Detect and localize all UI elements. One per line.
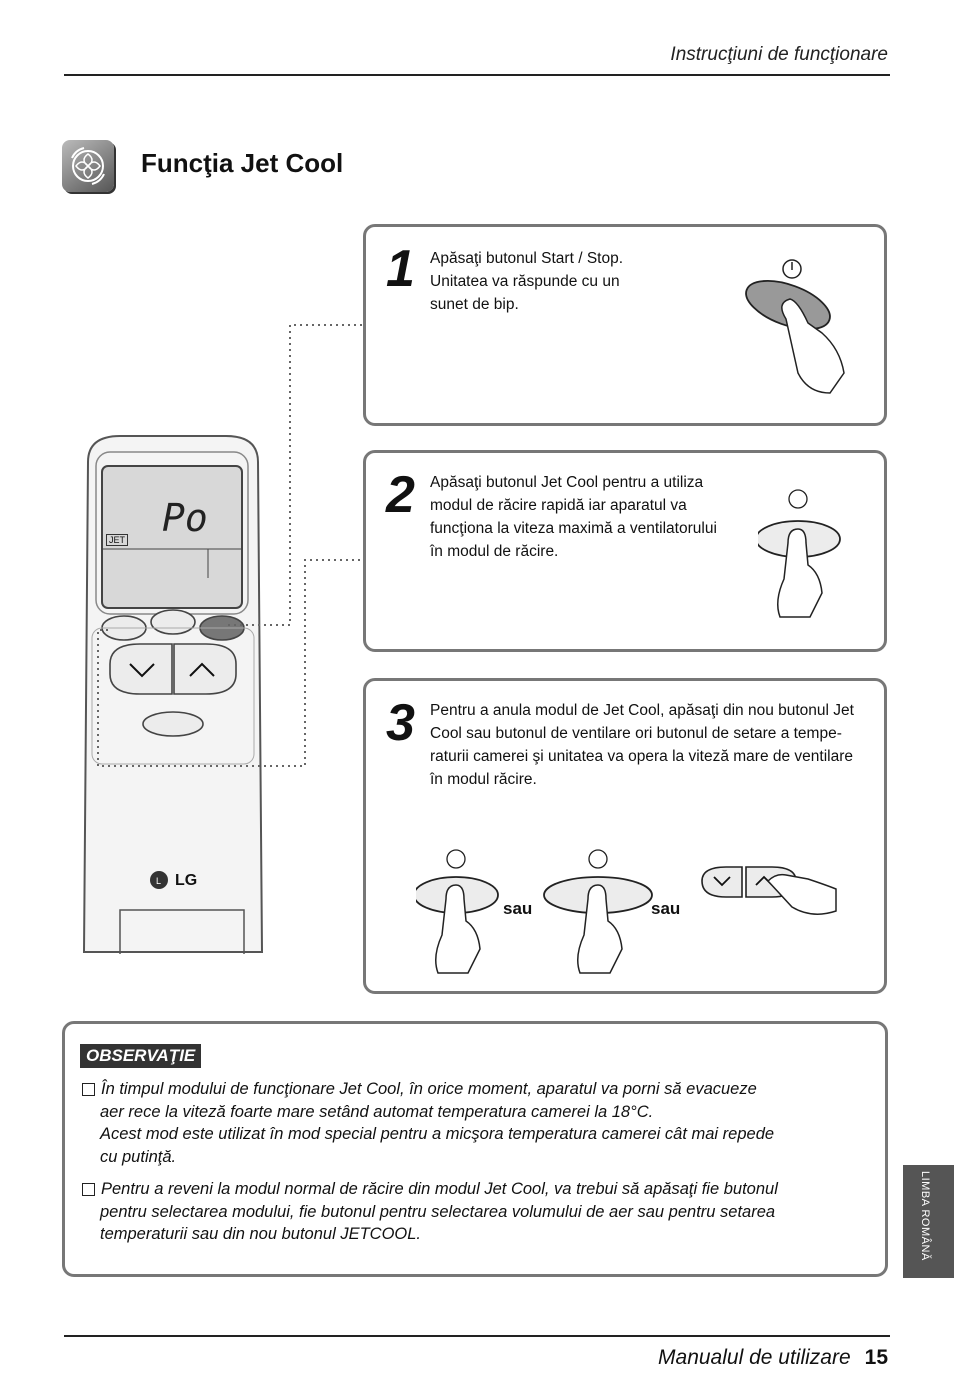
manual-name: Manualul de utilizare: [658, 1346, 851, 1369]
jet-cool-button-press-icon: [758, 483, 858, 623]
or-label-1: sau: [503, 899, 532, 919]
step-1-text: Apăsaţi butonul Start / Stop. Unitatea v…: [430, 247, 730, 316]
step-2-text: Apăsaţi butonul Jet Cool pentru a utiliz…: [430, 471, 750, 563]
step-2-box: 2 Apăsaţi butonul Jet Cool pentru a util…: [363, 450, 887, 652]
cancel-options-illustration: [416, 845, 846, 983]
footer: Manualul de utilizare 15: [658, 1346, 888, 1370]
step-3-text: Pentru a anula modul de Jet Cool, apăsaţ…: [430, 699, 870, 791]
language-side-tab: LIMBA ROMÂNĂ: [903, 1165, 954, 1278]
or-label-2: sau: [651, 899, 680, 919]
step-3-number: 3: [386, 693, 415, 753]
step-1-box: 1 Apăsaţi butonul Start / Stop. Unitatea…: [363, 224, 887, 426]
note-tag: OBSERVAŢIE: [80, 1044, 201, 1068]
step-3-box: 3 Pentru a anula modul de Jet Cool, apăs…: [363, 678, 887, 994]
footer-rule: [64, 1335, 890, 1337]
note-item-1: În timpul modului de funcţionare Jet Coo…: [82, 1078, 862, 1168]
page-number: 15: [865, 1346, 888, 1369]
note-item-2: Pentru a reveni la modul normal de răcir…: [82, 1178, 862, 1246]
step-2-number: 2: [386, 465, 415, 525]
checkbox-bullet-icon: [82, 1183, 95, 1196]
checkbox-bullet-icon: [82, 1083, 95, 1096]
step-1-number: 1: [386, 239, 415, 299]
start-stop-button-press-icon: [736, 253, 856, 403]
